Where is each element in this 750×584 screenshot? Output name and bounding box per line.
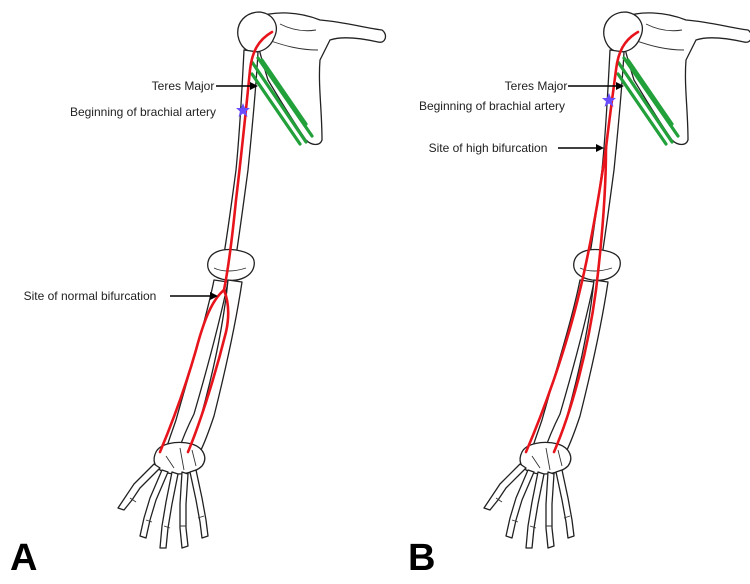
radial-artery-b — [524, 146, 608, 454]
bifurcation-arrowhead-b — [596, 144, 604, 152]
radial-artery-a — [158, 288, 226, 454]
teres-major-label-a: Teres Major — [152, 79, 215, 93]
brachial-start-label-a: Beginning of brachial artery — [70, 105, 216, 119]
brachial-artery-b — [604, 30, 640, 150]
teres-major-arrowhead-a — [250, 82, 258, 90]
teres-major-arrowhead-b — [616, 82, 624, 90]
bifurcation-arrowhead-a — [210, 292, 218, 300]
bifurcation-label-a: Site of normal bifurcation — [24, 289, 157, 303]
bifurcation-label-b: Site of high bifurcation — [429, 141, 548, 155]
brachial-artery-a — [222, 30, 274, 292]
ulnar-artery-b — [552, 146, 608, 454]
panel-letter-a: A — [10, 537, 37, 579]
panel-letter-b: B — [408, 537, 435, 579]
brachial-start-label-b: Beginning of brachial artery — [419, 99, 565, 113]
teres-major-label-b: Teres Major — [505, 79, 568, 93]
ulnar-artery-a — [186, 288, 230, 454]
panel-b: Teres Major Beginning of brachial artery… — [408, 11, 750, 579]
panel-a: Teres Major Beginning of brachial artery… — [10, 11, 387, 579]
